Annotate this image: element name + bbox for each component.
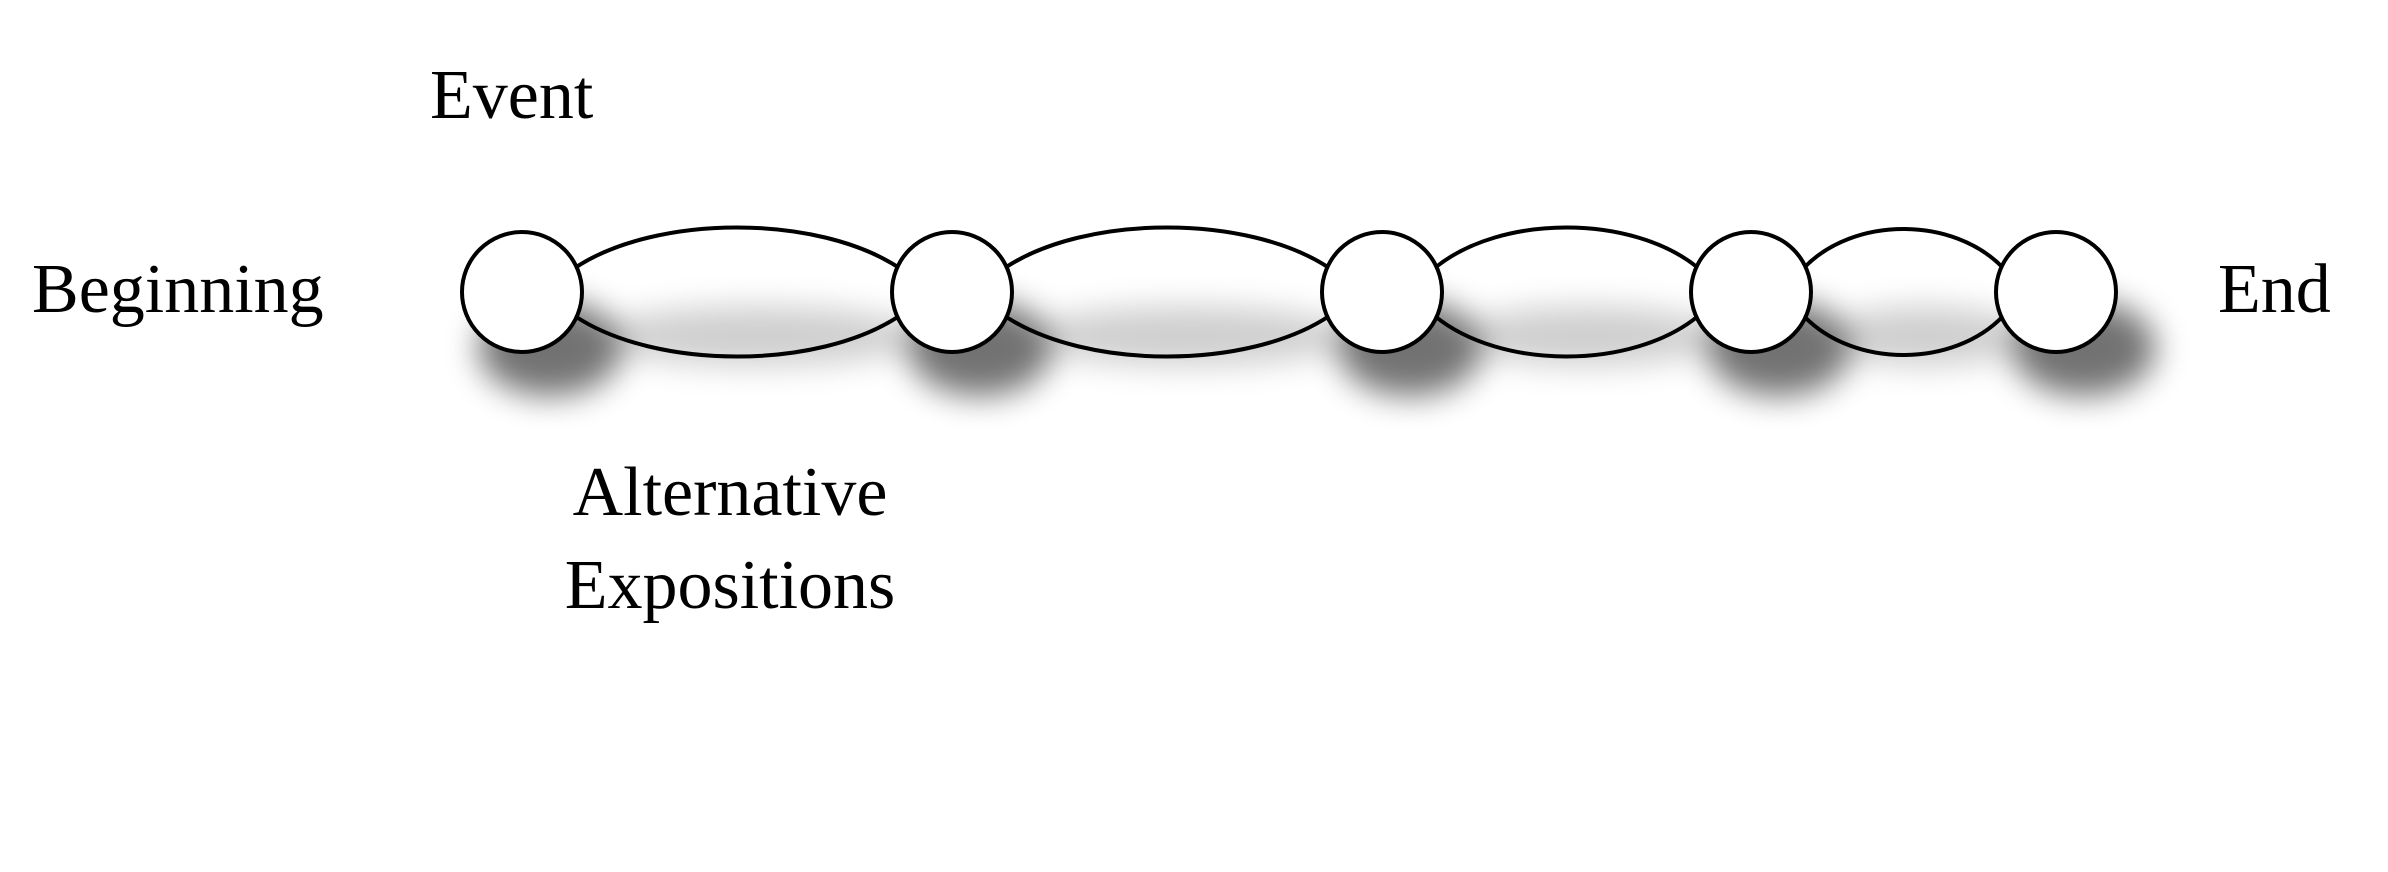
alternative-path-lower xyxy=(1802,314,2005,357)
alternative-path-upper xyxy=(1433,225,1700,270)
end-label: End xyxy=(2218,251,2331,328)
alternatives-label-line2: Expositions xyxy=(565,547,896,624)
event-node-4 xyxy=(1689,230,1813,354)
alternatives-label-line1: Alternative xyxy=(573,454,888,531)
event-node-2 xyxy=(890,230,1014,354)
edge-layer xyxy=(573,225,2005,359)
alternative-path-upper xyxy=(1802,227,2005,270)
alternative-path-lower xyxy=(1003,314,1331,359)
beginning-label: Beginning xyxy=(32,251,324,328)
alternative-path-lower xyxy=(573,314,901,359)
node-layer xyxy=(460,230,2118,354)
alternative-path-upper xyxy=(573,225,901,270)
alternative-path-upper xyxy=(1003,225,1331,270)
event-label: Event xyxy=(430,57,594,134)
event-node-5 xyxy=(1994,230,2118,354)
event-node-1 xyxy=(460,230,584,354)
shadow-layer xyxy=(478,300,2156,396)
event-node-3 xyxy=(1320,230,1444,354)
edge-shadow xyxy=(1825,306,2026,366)
alternative-path-lower xyxy=(1433,314,1700,359)
